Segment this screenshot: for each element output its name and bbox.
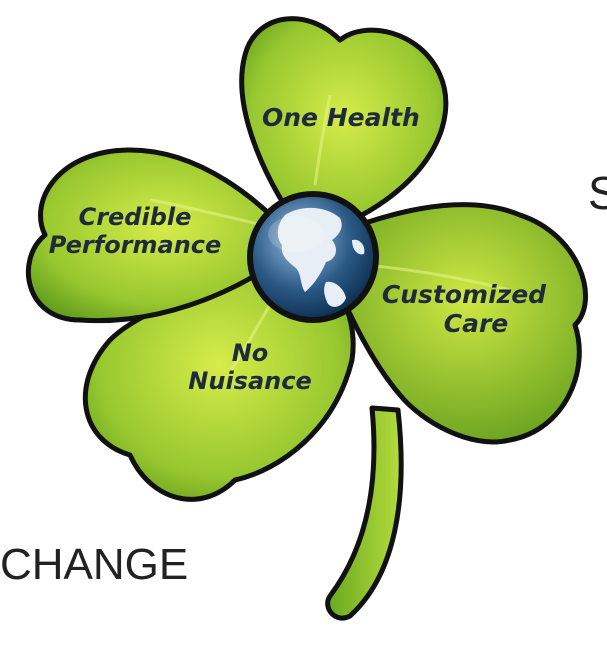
background-text-fragment-bottom: CHANGE xyxy=(0,540,189,589)
leaf-right xyxy=(317,202,588,445)
label-customized-line2: Care xyxy=(443,308,509,338)
label-no-nuisance: No Nuisance xyxy=(170,339,330,395)
leaf-veins xyxy=(149,94,511,373)
label-no-line2: Nuisance xyxy=(188,366,312,395)
label-one-health: One Health xyxy=(262,103,420,133)
label-credible-line2: Performance xyxy=(48,230,222,259)
label-no-line1: No xyxy=(231,339,269,367)
label-one-health-text: One Health xyxy=(262,103,420,132)
label-credible-performance: Credible Performance xyxy=(30,203,240,259)
leaf-left xyxy=(25,147,303,324)
globe-icon xyxy=(247,191,379,323)
label-credible-line1: Credible xyxy=(78,203,192,231)
background-text-fragment-top: S xyxy=(588,167,607,219)
label-customized-line1: Customized xyxy=(381,280,547,309)
leaf-top xyxy=(239,16,449,238)
label-customized-care: Customized Care xyxy=(364,280,564,339)
clover-stem xyxy=(325,405,404,621)
